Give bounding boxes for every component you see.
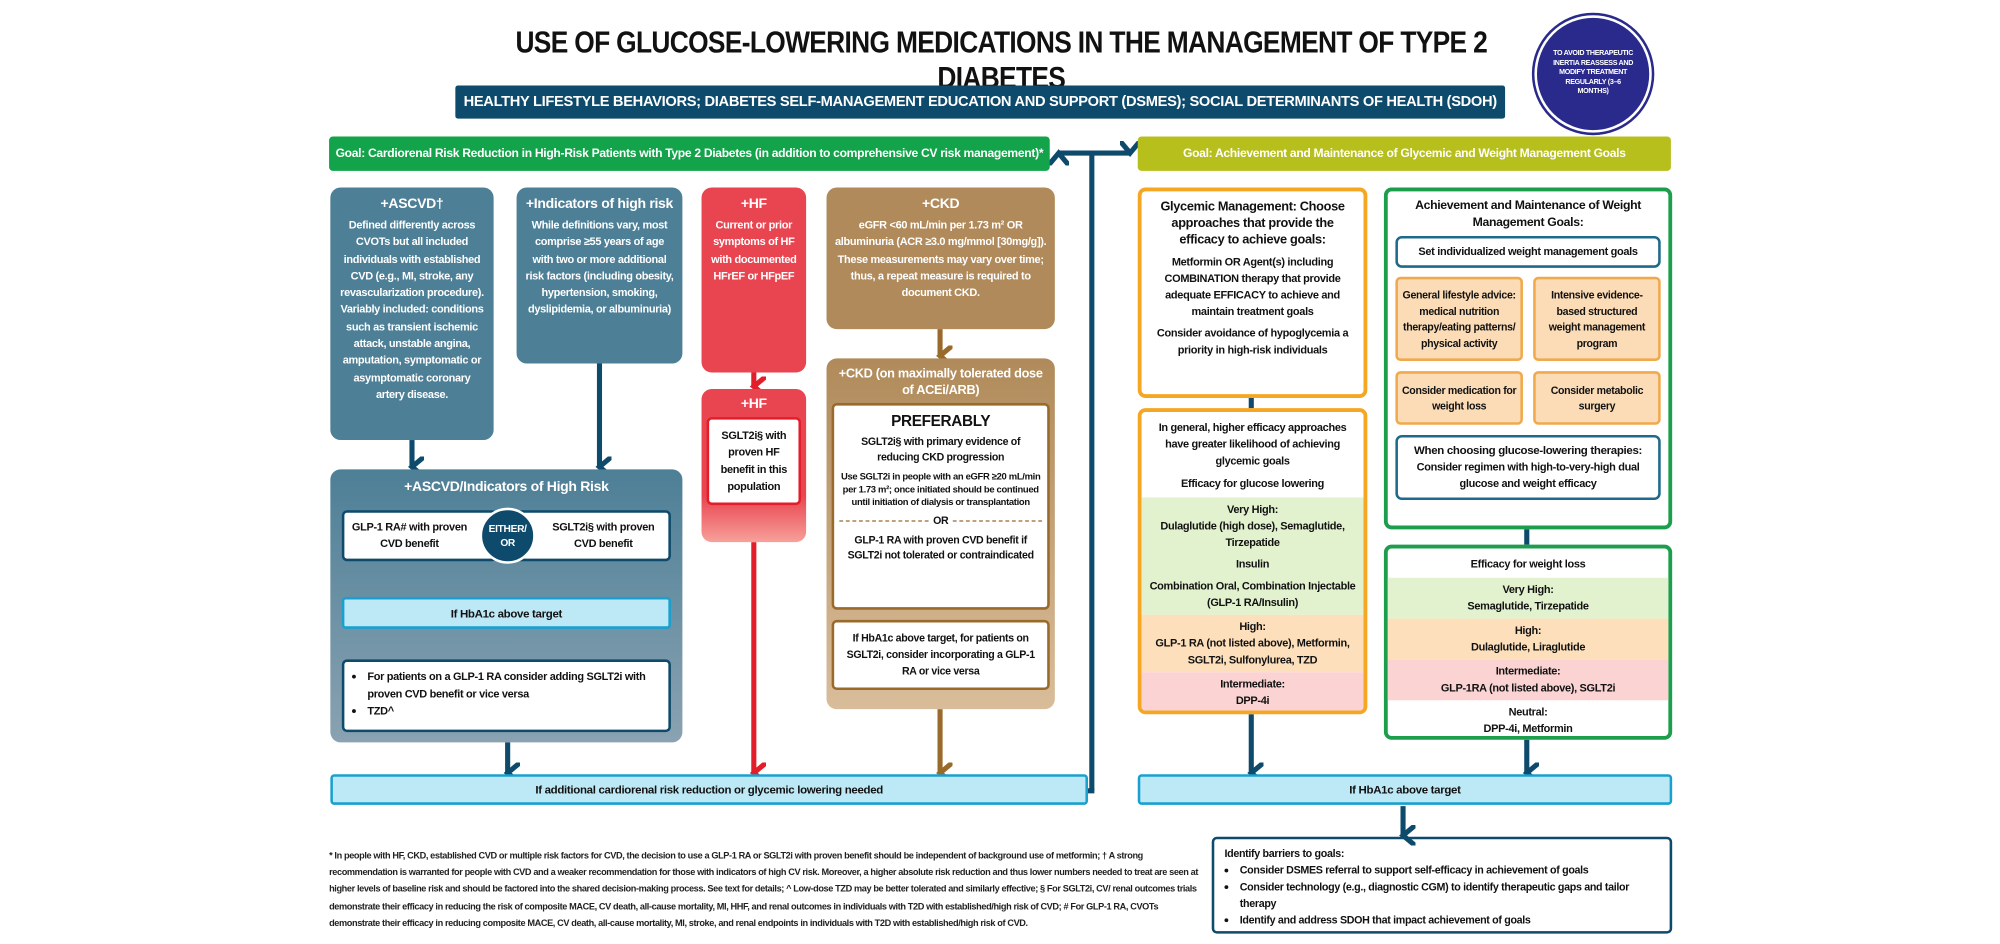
glucose-efficacy-box: In general, higher efficacy approaches h… <box>1137 408 1368 715</box>
sglt2-cvd-option: SGLT2i§ with proven CVD benefit <box>515 510 671 562</box>
choosing-title: When choosing glucose-lowering therapies… <box>1414 443 1643 457</box>
ckd2-sglt2: SGLT2i§ with primary evidence of reducin… <box>861 434 1021 464</box>
efficacy-heading: Efficacy for glucose lowering <box>1181 477 1325 490</box>
ascvd-combined-title: +ASCVD/Indicators of High Risk <box>404 479 609 495</box>
glucose-intermediate-tier: Intermediate: DPP-4i <box>1141 672 1364 711</box>
indicators-text: While definitions vary, most comprise ≥5… <box>525 218 674 316</box>
hf-title: +HF <box>740 196 767 212</box>
either-or-badge: EITHER/ OR <box>479 507 536 564</box>
hf2-box: +HF SGLT2i§ with proven HF benefit in th… <box>701 389 807 543</box>
hba1c-above-target-right: If HbA1c above target <box>1137 774 1673 805</box>
tier-drugs: Dulaglutide, Liraglutide <box>1470 640 1586 654</box>
tier-label: High: <box>1239 619 1266 633</box>
metabolic-surgery-box: Consider metabolic surgery <box>1533 371 1661 425</box>
weight-medication-box: Consider medication for weight loss <box>1395 371 1523 425</box>
weight-efficacy-box: Efficacy for weight loss Very High: Sema… <box>1383 544 1673 740</box>
hba1c-above-target-left: If HbA1c above target <box>341 596 671 629</box>
barrier-item: Consider DSMES referral to support self-… <box>1240 862 1660 879</box>
ckd2-hba1c: If HbA1c above target, for patients on S… <box>831 619 1050 691</box>
tier-label: Intermediate: <box>1220 677 1285 691</box>
reassess-badge: TO AVOID THERAPEUTIC INERTIA REASSESS AN… <box>1534 15 1652 133</box>
hf2-text: SGLT2i§ with proven HF benefit in this p… <box>706 417 802 506</box>
efficacy-intro: In general, higher efficacy approaches h… <box>1158 420 1347 467</box>
ascvd-title: +ASCVD† <box>380 196 444 212</box>
ckd-box: +CKD eGFR <60 mL/min per 1.73 m² OR albu… <box>826 187 1055 330</box>
ascvd-text: Defined differently across CVOTs but all… <box>340 218 484 401</box>
weight-management-box: Achievement and Maintenance of Weight Ma… <box>1383 187 1673 530</box>
hypoglycemia-text: Consider avoidance of hypoglycemia a pri… <box>1156 326 1349 356</box>
weight-high-tier: High: Dulaglutide, Liraglutide <box>1387 618 1669 660</box>
glp1-cvd-option: GLP-1 RA# with proven CVD benefit <box>341 510 498 562</box>
glucose-very-high-tier: Very High: Dulaglutide (high dose), Sema… <box>1141 497 1364 615</box>
lifestyle-banner: HEALTHY LIFESTYLE BEHAVIORS; DIABETES SE… <box>455 85 1506 119</box>
tier-label: Intermediate: <box>1495 664 1561 678</box>
tier-drugs: DPP-4i <box>1235 693 1270 707</box>
tier-drugs: Dulaglutide (high dose), Semaglutide, Ti… <box>1160 519 1345 549</box>
choosing-therapies-box: When choosing glucose-lowering therapies… <box>1395 434 1661 500</box>
weight-efficacy-heading: Efficacy for weight loss <box>1470 557 1586 571</box>
tier-label: Neutral: <box>1508 705 1548 719</box>
tier-label: High: <box>1514 623 1542 637</box>
tier-label: Very High: <box>1502 582 1554 596</box>
ckd2-glp1: GLP-1 RA with proven CVD benefit if SGLT… <box>847 533 1034 562</box>
weight-title: Achievement and Maintenance of Weight Ma… <box>1415 198 1642 229</box>
tier-drugs: Insulin <box>1235 557 1270 571</box>
indicators-box: +Indicators of high risk While definitio… <box>516 187 683 364</box>
ckd-text: eGFR <60 mL/min per 1.73 m² OR albuminur… <box>835 218 1047 299</box>
combined-recommendations: For patients on a GLP-1 RA consider addi… <box>341 659 671 733</box>
barrier-item: Identify and address SDOH that impact ac… <box>1240 912 1660 929</box>
indicators-title: +Indicators of high risk <box>525 196 674 212</box>
glycemic-text: Metformin OR Agent(s) including COMBINAT… <box>1164 255 1341 318</box>
recommendation-item: For patients on a GLP-1 RA consider addi… <box>367 668 663 702</box>
weight-neutral-tier: Neutral: DPP-4i, Metformin <box>1388 700 1669 736</box>
recommendation-item: TZD^ <box>367 703 663 720</box>
tier-drugs: GLP-1RA (not listed above), SGLT2i <box>1440 681 1616 694</box>
goal-cardiorenal: Goal: Cardiorenal Risk Reduction in High… <box>329 136 1050 171</box>
tier-drugs: Combination Oral, Combination Injectable… <box>1149 579 1356 609</box>
or-divider: OR <box>839 513 1043 528</box>
choosing-text: Consider regimen with high-to-very-high … <box>1416 460 1640 490</box>
barrier-item: Consider technology (e.g., diagnostic CG… <box>1240 879 1660 912</box>
barriers-title: Identify barriers to goals: <box>1224 846 1345 860</box>
additional-risk-reduction-bar: If additional cardiorenal risk reduction… <box>330 774 1089 805</box>
barriers-box: Identify barriers to goals: Consider DSM… <box>1211 836 1673 934</box>
or-label: OR <box>933 514 949 527</box>
ckd-title: +CKD <box>922 196 960 212</box>
intensive-program-box: Intensive evidence-based structured weig… <box>1533 276 1661 361</box>
glycemic-title: Glycemic Management: Choose approaches t… <box>1160 200 1345 248</box>
lifestyle-advice-box: General lifestyle advice: medical nutrit… <box>1395 276 1523 361</box>
hf-box: +HF Current or prior symptoms of HF with… <box>701 187 807 373</box>
preferably-label: PREFERABLY <box>891 411 991 430</box>
goal-glycemic-weight: Goal: Achievement and Maintenance of Gly… <box>1137 136 1671 171</box>
weight-very-high-tier: Very High: Semaglutide, Tirzepatide <box>1387 577 1669 619</box>
ckd2-title: +CKD (on maximally tolerated dose of ACE… <box>838 367 1043 398</box>
tier-drugs: Semaglutide, Tirzepatide <box>1467 599 1589 613</box>
ckd2-use-text: Use SGLT2i in people with an eGFR ≥20 mL… <box>840 470 1041 508</box>
ckd2-box: +CKD (on maximally tolerated dose of ACE… <box>826 358 1055 710</box>
tier-drugs: GLP-1 RA (not listed above), Metformin, … <box>1155 636 1350 666</box>
glycemic-management-box: Glycemic Management: Choose approaches t… <box>1137 187 1368 398</box>
set-goals-box: Set individualized weight management goa… <box>1395 235 1661 268</box>
hf2-title: +HF <box>740 396 767 412</box>
glucose-high-tier: High: GLP-1 RA (not listed above), Metfo… <box>1141 614 1364 673</box>
weight-intermediate-tier: Intermediate: GLP-1RA (not listed above)… <box>1387 659 1669 701</box>
ckd2-preferred: PREFERABLY SGLT2i§ with primary evidence… <box>831 403 1050 610</box>
ascvd-box: +ASCVD† Defined differently across CVOTs… <box>330 187 494 441</box>
footnote: * In people with HF, CKD, established CV… <box>329 849 1199 929</box>
tier-drugs: DPP-4i, Metformin <box>1483 721 1573 735</box>
tier-label: Very High: <box>1227 502 1279 516</box>
reassess-badge-text: TO AVOID THERAPEUTIC INERTIA REASSESS AN… <box>1553 49 1634 97</box>
hf-text: Current or prior symptoms of HF with doc… <box>711 218 797 282</box>
